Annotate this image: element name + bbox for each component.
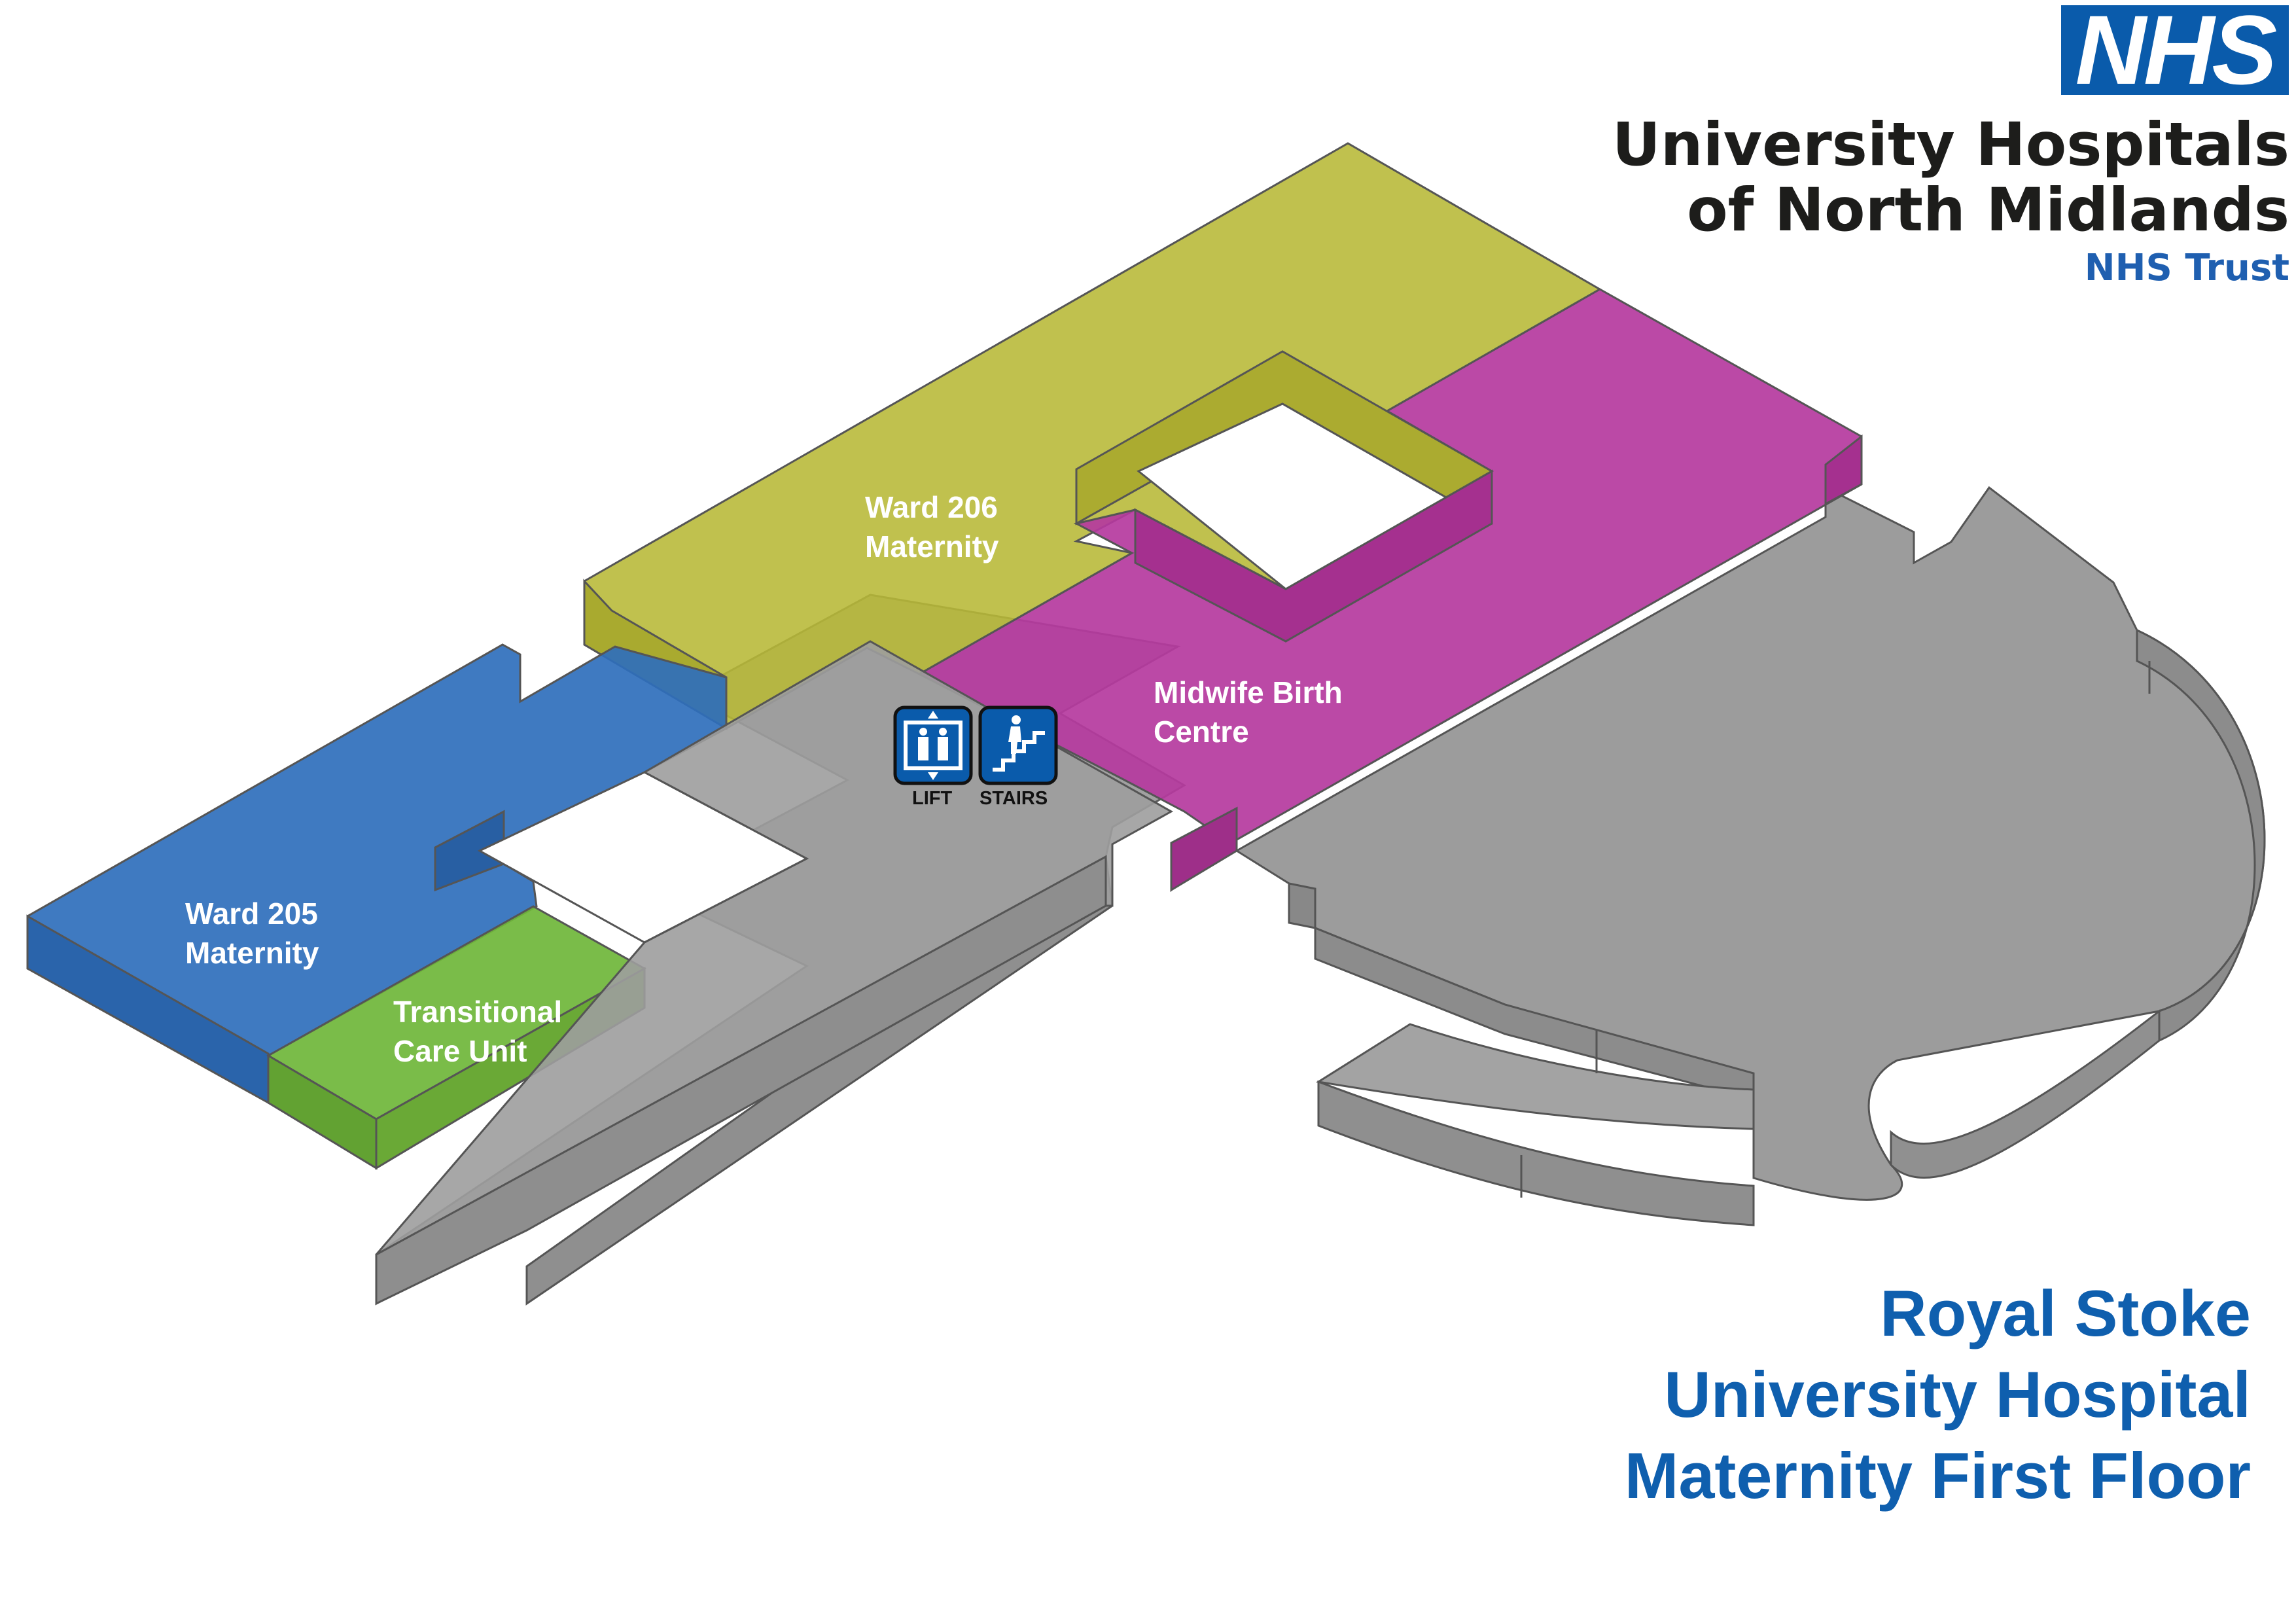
grey-wing [1235,486,2266,1226]
trust-name: University Hospitals of North Midlands N… [1612,113,2289,293]
title-line1: Royal Stoke [1880,1277,2251,1349]
title-line3: Maternity First Floor [1624,1439,2251,1512]
stairs-icon [978,705,1058,785]
label-midwife-birth-centre: Midwife Birth Centre [1154,673,1343,751]
label-ward-206-line2: Maternity [865,529,999,563]
label-midwife-line2: Centre [1154,715,1249,749]
trust-line3: NHS Trust [2084,247,2289,289]
label-transitional-line1: Transitional [393,995,563,1029]
core-floor [375,640,1174,1306]
label-ward-206: Ward 206 Maternity [865,488,998,566]
trust-line2: of North Midlands [1687,176,2289,245]
trust-line1: University Hospitals [1612,111,2289,179]
nhs-logo: NHS [2061,1,2289,99]
stairs-caption: STAIRS [980,788,1048,809]
midwife-birth-centre-area [917,288,1863,893]
label-midwife-line1: Midwife Birth [1154,675,1343,709]
map-title: Royal Stoke University Hospital Maternit… [1625,1273,2251,1516]
lift-icon [893,705,973,785]
title-line2: University Hospital [1664,1358,2251,1431]
label-ward-205-line2: Maternity [185,936,319,970]
label-transitional-line2: Care Unit [393,1034,527,1068]
label-transitional-care: Transitional Care Unit [393,992,562,1071]
label-ward-206-line1: Ward 206 [865,490,998,524]
label-ward-205: Ward 205 Maternity [185,894,319,972]
lift-caption: LIFT [912,788,953,809]
label-ward-205-line1: Ward 205 [185,897,318,931]
